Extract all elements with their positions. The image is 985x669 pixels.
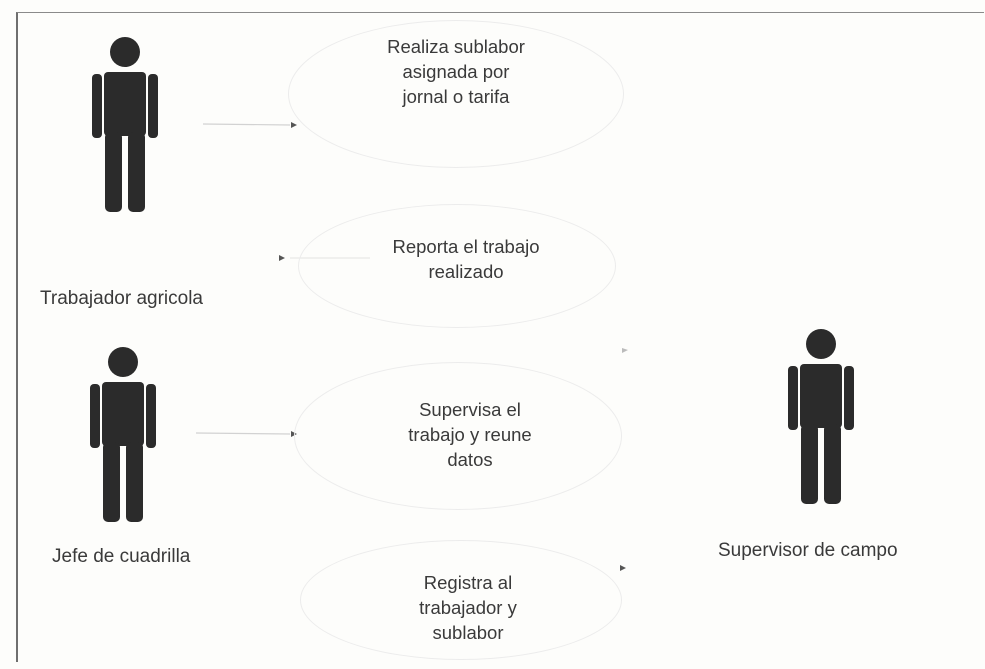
usecase-ellipse-register (300, 540, 622, 660)
usecase-register-line-2: trabajador y (419, 597, 517, 618)
arrowhead-register-to-supervisor (620, 565, 626, 571)
arrowhead-worker-to-sublabor (291, 122, 297, 128)
person-icon (788, 329, 854, 504)
usecase-sublabor-line-3: jornal o tarifa (402, 86, 510, 107)
actor-worker (90, 34, 160, 214)
connector-crewchief-to-supervise (195, 432, 291, 435)
usecase-supervise-line-1: Supervisa el (419, 399, 521, 420)
person-icon (92, 37, 158, 212)
arrowhead-supervisor-to-report (622, 348, 628, 353)
connector-worker-to-sublabor (202, 123, 291, 126)
usecase-register-text: Registra al trabajador y sublabor (368, 570, 568, 645)
usecase-supervise-line-3: datos (447, 449, 493, 470)
actor-worker-label: Trabajador agricola (40, 288, 203, 309)
usecase-sublabor-line-1: Realiza sublabor (387, 36, 525, 57)
usecase-ellipse-report (298, 204, 616, 328)
actor-field-supervisor-label: Supervisor de campo (718, 540, 898, 561)
usecase-report-line-2: realizado (428, 261, 504, 282)
usecase-supervise-text: Supervisa el trabajo y reune datos (370, 397, 570, 472)
actor-crew-chief (88, 344, 158, 524)
usecase-sublabor-line-2: asignada por (402, 61, 510, 82)
usecase-ellipse-supervise (294, 362, 622, 510)
usecase-register-line-1: Registra al (423, 572, 513, 593)
arrowhead-report-to-worker (279, 255, 285, 261)
person-icon (90, 347, 156, 522)
usecase-sublabor-text: Realiza sublabor asignada por jornal o t… (356, 34, 556, 109)
usecase-register-line-3: sublabor (432, 622, 504, 643)
actor-field-supervisor (786, 326, 856, 506)
actor-crew-chief-label: Jefe de cuadrilla (52, 546, 191, 567)
usecase-report-line-1: Reporta el trabajo (392, 236, 540, 257)
usecase-report-text: Reporta el trabajo realizado (366, 234, 566, 284)
usecase-supervise-line-2: trabajo y reune (408, 424, 532, 445)
usecase-ellipse-sublabor (288, 20, 624, 168)
diagram-frame (16, 12, 984, 662)
